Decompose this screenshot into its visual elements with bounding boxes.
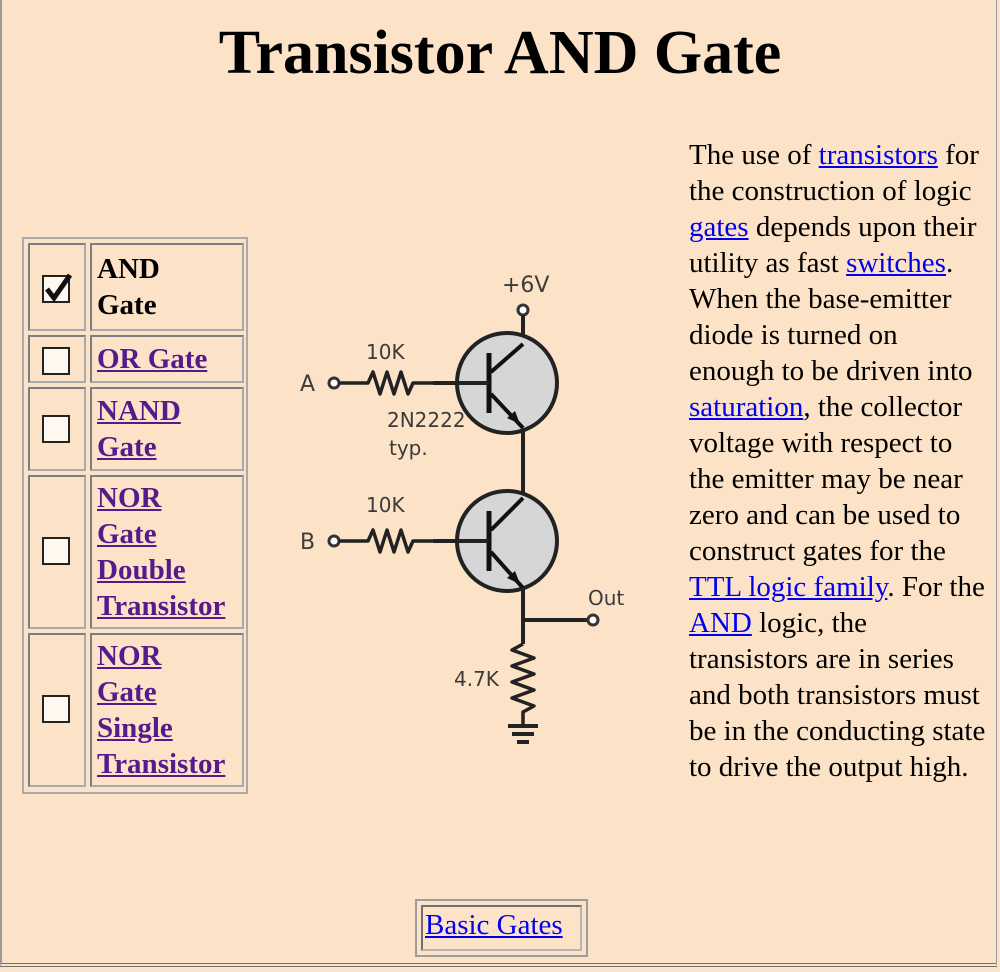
nav-label-cell: OR Gate [90, 335, 244, 383]
page-title: Transistor AND Gate [218, 19, 782, 87]
and-gate-circuit-diagram: +6V A 10K 2N2222 typ. B 10K Out 4.7K [300, 273, 624, 744]
checked-checkbox-icon[interactable] [42, 273, 72, 303]
desc-text: , the collector voltage with respect to … [689, 391, 963, 567]
checkbox-icon[interactable] [42, 537, 70, 565]
desc-text: . For the [887, 571, 985, 603]
basic-gates-link[interactable]: Basic Gates [425, 909, 563, 941]
link-transistors[interactable]: transistors [818, 139, 938, 171]
input-b-terminal [327, 534, 341, 548]
nav-check-cell [28, 475, 86, 629]
desc-text: depends upon their utility as fast [689, 211, 977, 279]
output-label: Out [588, 586, 624, 610]
nav-item-and-gate: AND Gate [97, 253, 160, 321]
transistor-label: 2N2222 [387, 408, 466, 432]
resistor-a-label: 10K [366, 340, 405, 364]
checkbox-icon[interactable] [42, 347, 70, 375]
nav-label-cell: NAND Gate [90, 387, 244, 471]
nav-check-cell [28, 633, 86, 787]
lower-transistor-collector [489, 496, 525, 532]
resistor-a-zigzag [339, 370, 433, 396]
transistor-note: typ. [389, 436, 428, 460]
description-paragraph: The use of transistors for the construct… [689, 137, 989, 785]
link-saturation[interactable]: saturation [689, 391, 804, 423]
gate-nav-table: AND Gate OR Gate NAND Gate NOR Gate Doub… [22, 237, 248, 794]
upper-transistor-collector [489, 342, 525, 374]
link-ttl-logic-family[interactable]: TTL logic family [689, 571, 888, 603]
lower-emitter-arrow-icon [507, 571, 520, 584]
input-b-label: B [300, 530, 315, 555]
supply-label: +6V [502, 273, 549, 298]
basic-gates-box-inner [421, 905, 582, 951]
load-resistor-label: 4.7K [454, 667, 500, 691]
resistor-b-zigzag [339, 528, 433, 554]
basic-gates-box: Basic Gates [415, 899, 588, 957]
nav-label-cell: AND Gate [90, 243, 244, 331]
resistor-b-label: 10K [366, 493, 405, 517]
nav-label-cell: NOR Gate Double Transistor [90, 475, 244, 629]
input-a-label: A [300, 372, 315, 397]
desc-text: logic, the transistors are in series and… [689, 607, 986, 783]
supply-terminal [516, 303, 530, 317]
nav-check-cell [28, 243, 86, 331]
input-a-terminal [327, 376, 341, 390]
load-resistor-zigzag [510, 642, 536, 726]
checkbox-icon[interactable] [42, 695, 70, 723]
checkbox-icon[interactable] [42, 415, 70, 443]
link-gates[interactable]: gates [689, 211, 749, 243]
nav-link-nor-gate-single-transistor[interactable]: NOR Gate Single Transistor [97, 640, 226, 780]
nav-check-cell [28, 387, 86, 471]
nav-check-cell [28, 335, 86, 383]
nav-link-nand-gate[interactable]: NAND Gate [97, 395, 181, 463]
link-switches[interactable]: switches [846, 247, 946, 279]
desc-text: . When the base-emitter diode is turned … [689, 247, 973, 387]
link-and[interactable]: AND [689, 607, 752, 639]
desc-text: The use of [689, 139, 819, 171]
upper-emitter-arrow-icon [507, 411, 520, 424]
nav-label-cell: NOR Gate Single Transistor [90, 633, 244, 787]
nav-link-nor-gate-double-transistor[interactable]: NOR Gate Double Transistor [97, 482, 226, 622]
nav-link-or-gate[interactable]: OR Gate [97, 343, 208, 375]
desc-text: for the construction of logic [689, 139, 979, 207]
output-terminal [586, 613, 600, 627]
